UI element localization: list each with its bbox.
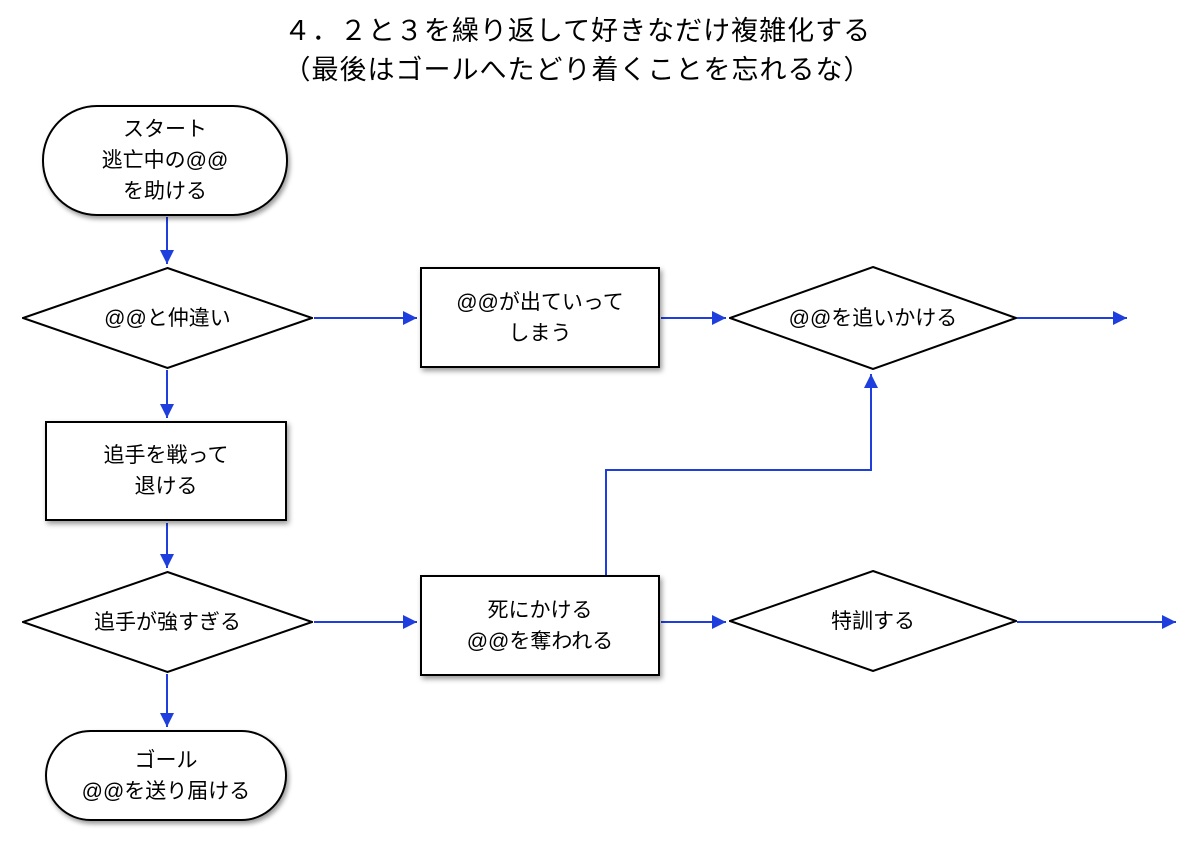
node-training: 特訓する	[729, 570, 1017, 672]
node-training-label: 特訓する	[831, 609, 915, 633]
node-quarrel: @@と仲違い	[22, 267, 313, 369]
node-start: スタート 逃亡中の@@ を助ける	[42, 105, 288, 216]
node-near-death-line: 死にかける	[487, 598, 593, 622]
node-goal-line: ゴール	[134, 748, 198, 772]
diagram-title: ４．２と３を繰り返して好きなだけ複雑化する （最後はゴールへたどり着くことを忘れ…	[0, 12, 1155, 90]
diagram-title-line2: （最後はゴールへたどり着くことを忘れるな）	[283, 55, 872, 85]
node-goal-line: @@を送り届ける	[81, 779, 251, 803]
node-fight: 追手を戦って 退ける	[45, 421, 287, 521]
node-fight-line: 退ける	[134, 475, 198, 498]
node-start-line: を助ける	[123, 180, 207, 203]
node-start-line: 逃亡中の@@	[101, 149, 229, 172]
diamond-shape	[729, 266, 1017, 370]
diamond-shape	[22, 267, 313, 369]
diagram-title-line1: ４．２と３を繰り返して好きなだけ複雑化する	[283, 16, 872, 46]
node-start-line: スタート	[123, 118, 207, 141]
diamond-shape	[22, 571, 313, 673]
node-near-death-line: @@を奪われる	[466, 629, 614, 653]
diamond-shape	[729, 570, 1017, 672]
node-near-death: 死にかける @@を奪われる	[420, 575, 660, 676]
node-chase-label: @@を追いかける	[788, 306, 958, 330]
node-too-strong-label: 追手が強すぎる	[94, 610, 241, 634]
node-quarrel-label: @@と仲違い	[104, 306, 231, 330]
node-leaves: @@が出ていって しまう	[420, 267, 660, 368]
edge-neardeath-chase-elbow	[605, 374, 878, 575]
node-too-strong: 追手が強すぎる	[22, 571, 313, 673]
node-leaves-line: しまう	[508, 321, 572, 345]
node-chase: @@を追いかける	[729, 266, 1017, 370]
node-leaves-line: @@が出ていって	[456, 290, 624, 314]
node-goal: ゴール @@を送り届ける	[45, 730, 287, 821]
node-fight-line: 追手を戦って	[103, 444, 229, 467]
